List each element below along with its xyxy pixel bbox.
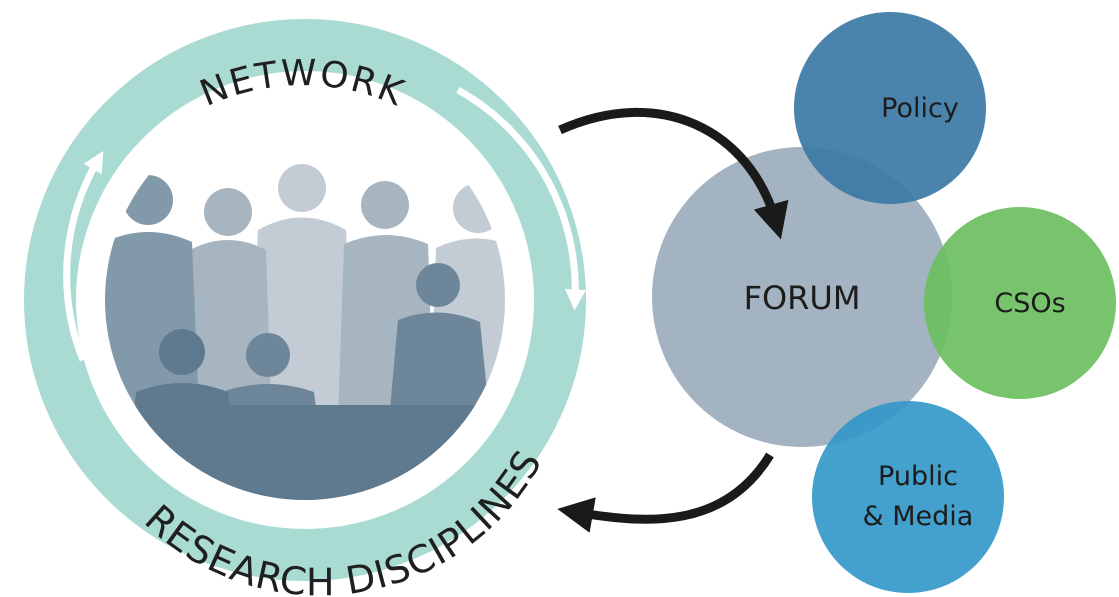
public-media-circle <box>812 401 1004 593</box>
ring-arrow-right <box>456 86 586 311</box>
policy-circle <box>794 12 986 204</box>
network-ring <box>24 19 586 581</box>
csos-circle <box>924 207 1116 399</box>
forum-label: FORUM <box>744 279 861 317</box>
csos-label: CSOs <box>994 288 1065 319</box>
arrow-to-forum <box>558 107 789 240</box>
policy-label: Policy <box>881 93 959 124</box>
arrow-to-research <box>557 452 774 533</box>
forum-circle <box>652 147 952 447</box>
ring-arrow-left <box>63 150 104 362</box>
person-silhouette <box>184 188 272 430</box>
public-label: Public <box>878 461 958 492</box>
media-label: & Media <box>863 501 974 532</box>
